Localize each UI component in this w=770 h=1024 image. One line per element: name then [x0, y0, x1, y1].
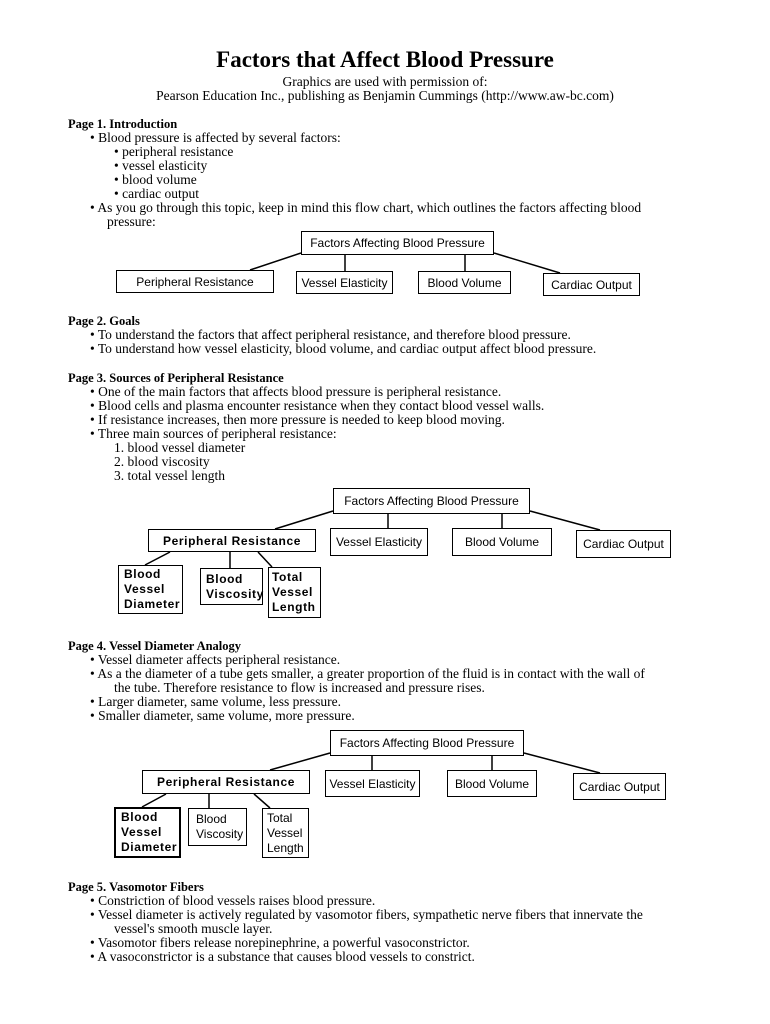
factor-blood-volume: Blood Volume: [418, 271, 511, 294]
label: Total: [267, 810, 293, 825]
bullet: • Larger diameter, same volume, less pre…: [90, 694, 341, 709]
label: Viscosity: [196, 827, 244, 841]
section-heading: Page 3. Sources of Peripheral Resistance: [68, 371, 284, 385]
bullet: • Vessel diameter affects peripheral res…: [90, 652, 341, 667]
factor-peripheral-resistance: Peripheral Resistance: [116, 270, 274, 293]
factor-vessel-elasticity: Vessel Elasticity: [330, 528, 428, 556]
bullet-cont: the tube. Therefore resistance to flow i…: [114, 680, 485, 695]
bullet: • To understand the factors that affect …: [90, 327, 571, 342]
label: Vessel: [267, 825, 303, 840]
label: Diameter: [121, 840, 178, 854]
factor-blood-volume: Blood Volume: [452, 528, 552, 556]
label: Diameter: [124, 597, 181, 611]
label: Length: [272, 600, 316, 614]
label: Total: [272, 570, 303, 584]
label: Length: [267, 840, 304, 855]
bullet: • A vasoconstrictor is a substance that …: [90, 949, 475, 964]
bullet: • blood volume: [114, 172, 197, 187]
section-heading: Page 5. Vasomotor Fibers: [68, 880, 204, 894]
list-item: 3. total vessel length: [114, 468, 225, 483]
label: Vessel: [124, 582, 165, 596]
factor-vessel-elasticity: Vessel Elasticity: [325, 770, 420, 797]
label: Blood: [124, 567, 161, 581]
bullet: • As you go through this topic, keep in …: [90, 200, 642, 215]
flowchart-root: Factors Affecting Blood Pressure: [333, 488, 530, 514]
label: Blood: [196, 812, 227, 826]
bullet: • cardiac output: [114, 186, 199, 201]
section-heading: Page 4. Vessel Diameter Analogy: [68, 639, 242, 653]
factor-peripheral-resistance: Peripheral Resistance: [148, 529, 316, 552]
list-item: 1. blood vessel diameter: [114, 440, 246, 455]
label: Vessel: [272, 585, 313, 599]
bullet: • As a the diameter of a tube gets small…: [90, 666, 645, 681]
bullet: • If resistance increases, then more pre…: [90, 412, 505, 427]
bullet: • To understand how vessel elasticity, b…: [90, 341, 597, 356]
label: Blood: [121, 810, 158, 824]
section-heading: Page 1. Introduction: [68, 117, 178, 131]
bullet: • Blood pressure is affected by several …: [90, 130, 341, 145]
list-item: 2. blood viscosity: [114, 454, 210, 469]
bullet: • One of the main factors that affects b…: [90, 384, 502, 399]
factor-cardiac-output: Cardiac Output: [576, 530, 671, 558]
page-title: Factors that Affect Blood Pressure: [216, 47, 554, 72]
bullet: • Vessel diameter is actively regulated …: [90, 907, 643, 922]
label: Blood: [206, 571, 243, 586]
factor-cardiac-output: Cardiac Output: [573, 773, 666, 800]
label: Viscosity: [206, 586, 264, 601]
bullet: • Constriction of blood vessels raises b…: [90, 893, 376, 908]
bullet-cont: vessel's smooth muscle layer.: [114, 921, 273, 936]
bullet: • peripheral resistance: [114, 144, 234, 159]
factor-peripheral-resistance: Peripheral Resistance: [142, 770, 310, 794]
flowchart-root: Factors Affecting Blood Pressure: [301, 231, 494, 255]
label: Vessel: [121, 825, 162, 839]
bullet: • Blood cells and plasma encounter resis…: [90, 398, 545, 413]
section-heading: Page 2. Goals: [68, 314, 140, 328]
factor-cardiac-output: Cardiac Output: [543, 273, 640, 296]
credit-line: Graphics are used with permission of:: [282, 74, 488, 89]
bullet-cont: pressure:: [107, 214, 156, 229]
bullet: • Smaller diameter, same volume, more pr…: [90, 708, 355, 723]
bullet: • vessel elasticity: [114, 158, 208, 173]
bullet: • Vasomotor fibers release norepinephrin…: [90, 935, 470, 950]
credit-line: Pearson Education Inc., publishing as Be…: [156, 88, 614, 103]
flowchart-root: Factors Affecting Blood Pressure: [330, 730, 524, 756]
factor-blood-volume: Blood Volume: [447, 770, 537, 797]
bullet: • Three main sources of peripheral resis…: [90, 426, 337, 441]
factor-vessel-elasticity: Vessel Elasticity: [296, 271, 393, 294]
